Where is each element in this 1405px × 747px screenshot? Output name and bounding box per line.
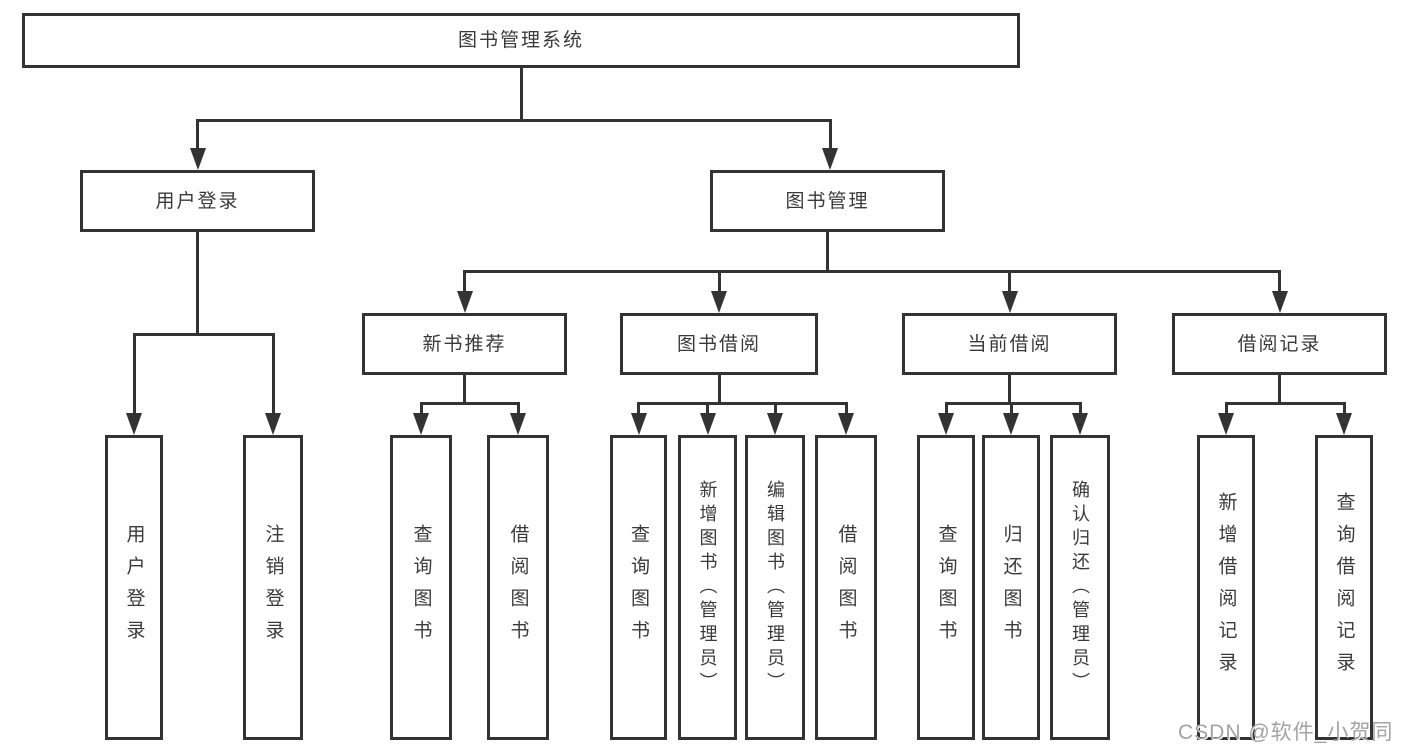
connector-line — [829, 119, 832, 148]
node-confirm-return-admin: 确认归还（管理员） — [1050, 435, 1110, 740]
arrowhead-icon — [767, 413, 783, 435]
connector-line — [1008, 270, 1011, 291]
connector-line — [272, 333, 275, 413]
arrowhead-icon — [1336, 413, 1352, 435]
arrowhead-icon — [413, 413, 429, 435]
node-edit-book-admin: 编辑图书（管理员） — [745, 435, 805, 740]
connector-line — [133, 333, 275, 336]
watermark: CSDN @软件_小贺同学 — [1178, 721, 1394, 744]
node-book-borrowing: 图书借阅 — [620, 313, 818, 375]
node-book-management: 图书管理 — [710, 170, 945, 232]
node-current-borrowing: 当前借阅 — [902, 313, 1117, 375]
connector-line — [1343, 402, 1346, 413]
arrowhead-icon — [126, 413, 142, 435]
node-add-book-admin: 新增图书（管理员） — [678, 435, 737, 740]
node-query-books: 查询图书 — [390, 435, 452, 740]
arrowhead-icon — [1272, 291, 1288, 313]
connector-line — [1010, 402, 1013, 413]
connector-line — [945, 402, 1081, 405]
node-book-management-system: 图书管理系统 — [22, 13, 1020, 68]
node-new-book-recommendation: 新书推荐 — [362, 313, 567, 375]
connector-line — [517, 402, 520, 413]
arrowhead-icon — [711, 291, 727, 313]
arrowhead-icon — [510, 413, 526, 435]
connector-line — [718, 270, 721, 291]
connector-line — [196, 119, 199, 148]
arrowhead-icon — [265, 413, 281, 435]
connector-line — [196, 232, 199, 336]
connector-line — [845, 402, 848, 413]
connector-line — [420, 402, 423, 413]
connector-line — [520, 68, 523, 120]
connector-line — [1278, 270, 1281, 291]
connector-line — [463, 375, 466, 405]
connector-line — [1079, 402, 1082, 413]
arrowhead-icon — [190, 148, 206, 170]
connector-line — [1278, 375, 1281, 405]
node-borrowing-records: 借阅记录 — [1172, 313, 1387, 375]
arrowhead-icon — [1003, 413, 1019, 435]
arrowhead-icon — [822, 148, 838, 170]
arrowhead-icon — [838, 413, 854, 435]
connector-line — [945, 402, 948, 413]
node-logout: 注销登录 — [243, 435, 303, 740]
arrowhead-icon — [1002, 291, 1018, 313]
arrowhead-icon — [700, 413, 716, 435]
connector-line — [1225, 402, 1228, 413]
connector-line — [463, 270, 1281, 273]
arrowhead-icon — [1218, 413, 1234, 435]
node-query-books: 查询图书 — [610, 435, 667, 740]
node-borrow-books: 借阅图书 — [815, 435, 877, 740]
connector-line — [637, 402, 847, 405]
connector-line — [774, 402, 777, 413]
node-query-borrow-record: 查询借阅记录 — [1315, 435, 1373, 740]
node-user-login: 用户登录 — [80, 170, 315, 232]
connector-line — [133, 333, 136, 413]
node-query-books: 查询图书 — [917, 435, 975, 740]
node-return-books: 归还图书 — [982, 435, 1040, 740]
connector-line — [637, 402, 640, 413]
connector-line — [718, 375, 721, 405]
connector-line — [706, 402, 709, 413]
connector-line — [196, 119, 832, 122]
node-add-borrow-record: 新增借阅记录 — [1197, 435, 1255, 740]
connector-line — [420, 402, 519, 405]
arrowhead-icon — [1072, 413, 1088, 435]
connector-line — [463, 270, 466, 291]
arrowhead-icon — [938, 413, 954, 435]
node-borrow-books: 借阅图书 — [487, 435, 549, 740]
arrowhead-icon — [631, 413, 647, 435]
connector-line — [1008, 375, 1011, 405]
node-user-login-action: 用户登录 — [105, 435, 163, 740]
connector-line — [826, 232, 829, 273]
arrowhead-icon — [457, 291, 473, 313]
connector-line — [1225, 402, 1345, 405]
